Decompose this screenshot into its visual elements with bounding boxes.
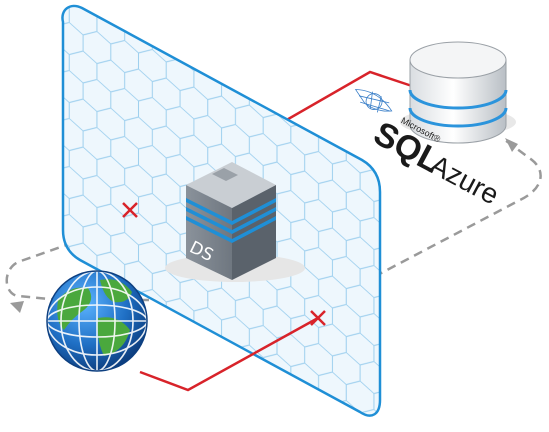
brand-product-azure: Azure [425,149,504,211]
arrow-head-right-icon [505,138,518,152]
arrow-head-left-icon [10,301,24,313]
red-connection-bottom [139,316,319,392]
cross-marker-lower-icon [310,310,326,326]
dashed-connection-right [140,138,542,302]
database-icon [400,41,516,144]
globe-icon [46,270,148,372]
cross-marker-upper-icon [122,202,138,218]
server-icon: DS [165,162,305,282]
dashed-connection-bottom [5,233,96,302]
logo-mesh-icon [354,89,393,113]
